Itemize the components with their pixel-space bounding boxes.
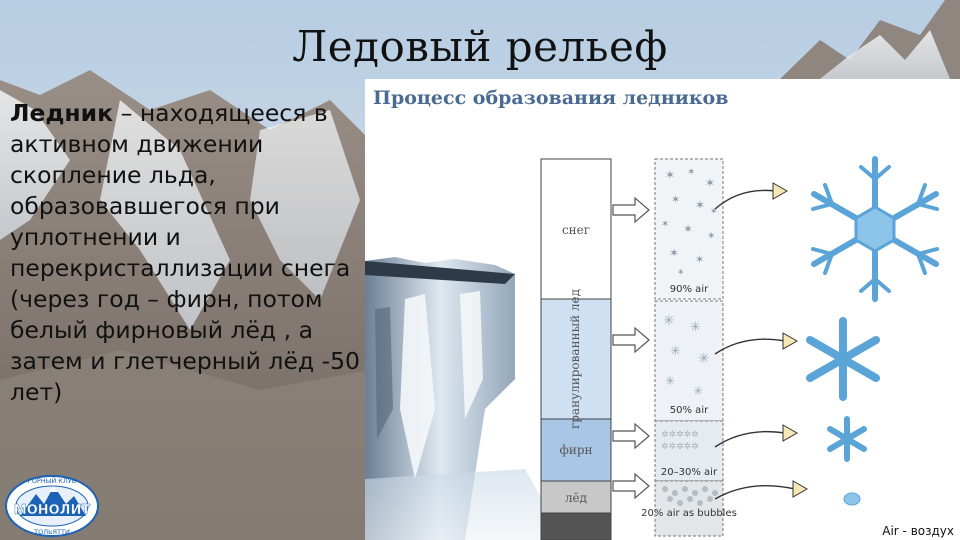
svg-text:✶: ✶ — [665, 168, 675, 182]
svg-text:✶: ✶ — [669, 246, 679, 260]
logo-text-bottom: ТОЛЬЯТТИ — [33, 528, 70, 536]
svg-text:✶: ✶ — [707, 231, 715, 242]
snowflake-medium-icon — [806, 317, 880, 401]
svg-text:✶: ✶ — [710, 207, 718, 217]
layer-column: снег гранулированный лед фирн лёд — [540, 158, 612, 540]
layer-label-ice: лёд — [565, 491, 587, 505]
definition-dash: – — [113, 99, 133, 127]
logo-name: МОНОЛИТ — [14, 503, 91, 518]
air-percent-firn: 20–30% air — [661, 467, 718, 478]
arrow-icon — [612, 472, 650, 500]
svg-text:✶: ✶ — [695, 198, 705, 212]
glacier-definition: Ледник – находящееся в активном движении… — [10, 98, 365, 408]
arrow-icon — [612, 196, 650, 224]
svg-text:✳: ✳ — [663, 313, 675, 329]
layer-label-firn: фирн — [559, 443, 592, 457]
svg-text:✳: ✳ — [690, 320, 701, 335]
curved-arrow-icon — [714, 430, 786, 448]
logo-text-top: ГОРНЫЙ КЛУБ — [28, 476, 76, 485]
definition-term: Ледник — [10, 99, 114, 127]
layer-label-snow: снег — [562, 223, 590, 237]
svg-text:✶: ✶ — [687, 167, 695, 178]
definition-body: находящееся в активном движении скоплени… — [10, 99, 360, 406]
arrow-icon — [612, 422, 650, 450]
curved-arrow-icon — [714, 189, 776, 210]
glacier-cliff-image — [365, 257, 565, 540]
air-percent-ice: 20% air as bubbles — [641, 508, 737, 519]
svg-text:✳: ✳ — [693, 384, 703, 398]
air-percent-snow: 90% air — [670, 284, 709, 295]
snowflake-small-icon — [827, 416, 867, 462]
ice-grain-icon — [843, 492, 861, 506]
svg-text:✶: ✶ — [695, 253, 704, 266]
svg-text:✳: ✳ — [670, 344, 681, 359]
layer-arrows — [612, 196, 650, 500]
club-logo: МОНОЛИТ ГОРНЫЙ КЛУБ ТОЛЬЯТТИ — [5, 475, 99, 537]
arrow-icon — [612, 326, 650, 354]
svg-text:✶: ✶ — [683, 222, 693, 236]
diagram-graphic: снег гранулированный лед фирн лёд — [365, 156, 939, 540]
diagram-title: Процесс образования ледников — [373, 87, 729, 109]
slide-title: Ледовый рельеф — [292, 22, 668, 71]
air-note: Air - воздух — [882, 524, 954, 538]
curved-arrows — [714, 189, 796, 500]
glacier-formation-diagram: Процесс образования ледников — [365, 79, 960, 540]
snowflake-large-icon — [811, 156, 939, 302]
curved-arrow-icon — [714, 485, 796, 500]
svg-text:✶: ✶ — [677, 268, 685, 278]
texture-boxes: ✶✶✶ ✶✶✶ ✶✶✶ ✶✶✶ ✳✳✳ ✳✳✳ ✲✲✲✲✲✲✲✲✲✲ 90% a… — [641, 158, 737, 537]
layer-label-granular-ice: гранулированный лед — [568, 289, 582, 429]
air-percent-granular: 50% air — [670, 405, 709, 416]
svg-text:✶: ✶ — [671, 193, 680, 206]
svg-text:✲✲✲✲✲: ✲✲✲✲✲ — [661, 442, 699, 452]
svg-text:✶: ✶ — [661, 219, 669, 230]
svg-text:✳: ✳ — [665, 374, 675, 388]
svg-text:✳: ✳ — [698, 351, 710, 367]
svg-text:✲✲✲✲✲: ✲✲✲✲✲ — [661, 430, 699, 440]
curved-arrow-heads — [772, 182, 809, 498]
curved-arrow-icon — [714, 338, 786, 355]
svg-text:✶: ✶ — [705, 176, 715, 190]
